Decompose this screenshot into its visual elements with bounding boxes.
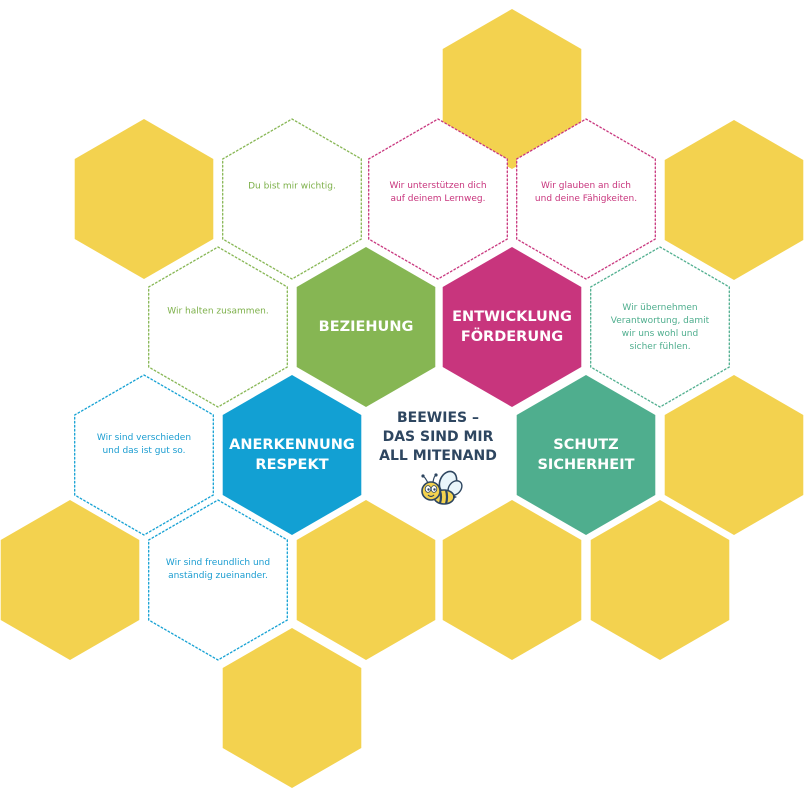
statement-lernweg-line: Wir unterstützen dich — [389, 181, 486, 191]
yellow-hex-bottom-right — [590, 500, 730, 660]
pillar-label-anerkennung: ANERKENNUNG RESPEKT — [229, 437, 355, 473]
statement-faehigkeiten-line: und deine Fähigkeiten. — [535, 194, 637, 204]
center-title: BEEWIES – DAS SIND MIR ALL MITENAND — [379, 410, 497, 464]
statement-verantwortung-line: Wir übernehmen — [622, 303, 697, 313]
pillar-label-schutz: SCHUTZ SICHERHEIT — [537, 437, 634, 473]
statement-hex-verantwortung — [590, 246, 730, 408]
statement-verschieden-line: und das ist gut so. — [102, 446, 185, 456]
statement-faehigkeiten: Wir glauben an dich und deine Fähigkeiten… — [535, 181, 637, 204]
pillar-hex-entwicklung — [442, 247, 582, 407]
statement-hex-faehigkeiten — [516, 118, 656, 280]
statement-wichtig-line: Du bist mir wichtig. — [248, 182, 336, 192]
statement-zusammen: Wir halten zusammen. — [167, 307, 268, 317]
pillar-label-anerkennung-line: RESPEKT — [255, 457, 328, 473]
yellow-hex-upper-left — [74, 119, 214, 279]
yellow-hex-upper-right — [664, 120, 804, 280]
center-title-line: BEEWIES – — [397, 410, 479, 426]
pillar-hex-beziehung — [296, 247, 436, 407]
statement-freundlich-line: anständig zueinander. — [168, 571, 268, 581]
pillar-label-schutz-line: SICHERHEIT — [537, 457, 634, 473]
statement-hex-wichtig — [222, 118, 362, 280]
pillar-hex-anerkennung — [222, 375, 362, 535]
yellow-hex-bottom-center-left — [296, 500, 436, 660]
pillar-label-entwicklung: ENTWICKLUNG FÖRDERUNG — [452, 309, 572, 345]
statement-hex-freundlich — [148, 499, 288, 661]
pillar-label-schutz-line: SCHUTZ — [553, 437, 618, 453]
center-title-line: DAS SIND MIR — [383, 429, 494, 445]
statement-verantwortung-line: Verantwortung, damit — [611, 316, 710, 326]
statement-verantwortung-line: wir uns wohl und — [622, 329, 698, 339]
pillar-label-beziehung-line: BEZIEHUNG — [319, 319, 414, 335]
statement-lernweg-line: auf deinem Lernweg. — [391, 194, 486, 204]
statement-wichtig: Du bist mir wichtig. — [248, 182, 336, 192]
pillar-label-anerkennung-line: ANERKENNUNG — [229, 437, 355, 453]
statement-faehigkeiten-line: Wir glauben an dich — [541, 181, 631, 191]
yellow-hex-right — [664, 375, 804, 535]
statement-freundlich-line: Wir sind freundlich und — [166, 558, 270, 568]
statement-verschieden-line: Wir sind verschieden — [97, 433, 191, 443]
statement-hex-zusammen — [148, 246, 288, 408]
pillar-label-entwicklung-line: FÖRDERUNG — [461, 327, 563, 345]
statement-verschieden: Wir sind verschieden und das ist gut so. — [97, 433, 191, 456]
yellow-hex-bottom — [222, 628, 362, 788]
center-title-line: ALL MITENAND — [379, 448, 497, 464]
yellow-hex-bottom-center-right — [442, 500, 582, 660]
statement-hex-lernweg — [368, 118, 508, 280]
pillar-label-beziehung: BEZIEHUNG — [319, 319, 414, 335]
statement-verantwortung-line: sicher fühlen. — [629, 342, 690, 352]
yellow-hex-bottom-far-left — [0, 500, 140, 660]
statement-lernweg: Wir unterstützen dich auf deinem Lernweg. — [389, 181, 486, 204]
pillar-hex-schutz — [516, 375, 656, 535]
statement-freundlich: Wir sind freundlich und anständig zueinan… — [166, 558, 270, 581]
pillar-label-entwicklung-line: ENTWICKLUNG — [452, 309, 572, 325]
bee-icon — [421, 470, 463, 505]
center-hex — [368, 375, 508, 535]
yellow-hex-top — [442, 9, 582, 169]
statement-hex-verschieden — [74, 374, 214, 536]
statement-zusammen-line: Wir halten zusammen. — [167, 307, 268, 317]
